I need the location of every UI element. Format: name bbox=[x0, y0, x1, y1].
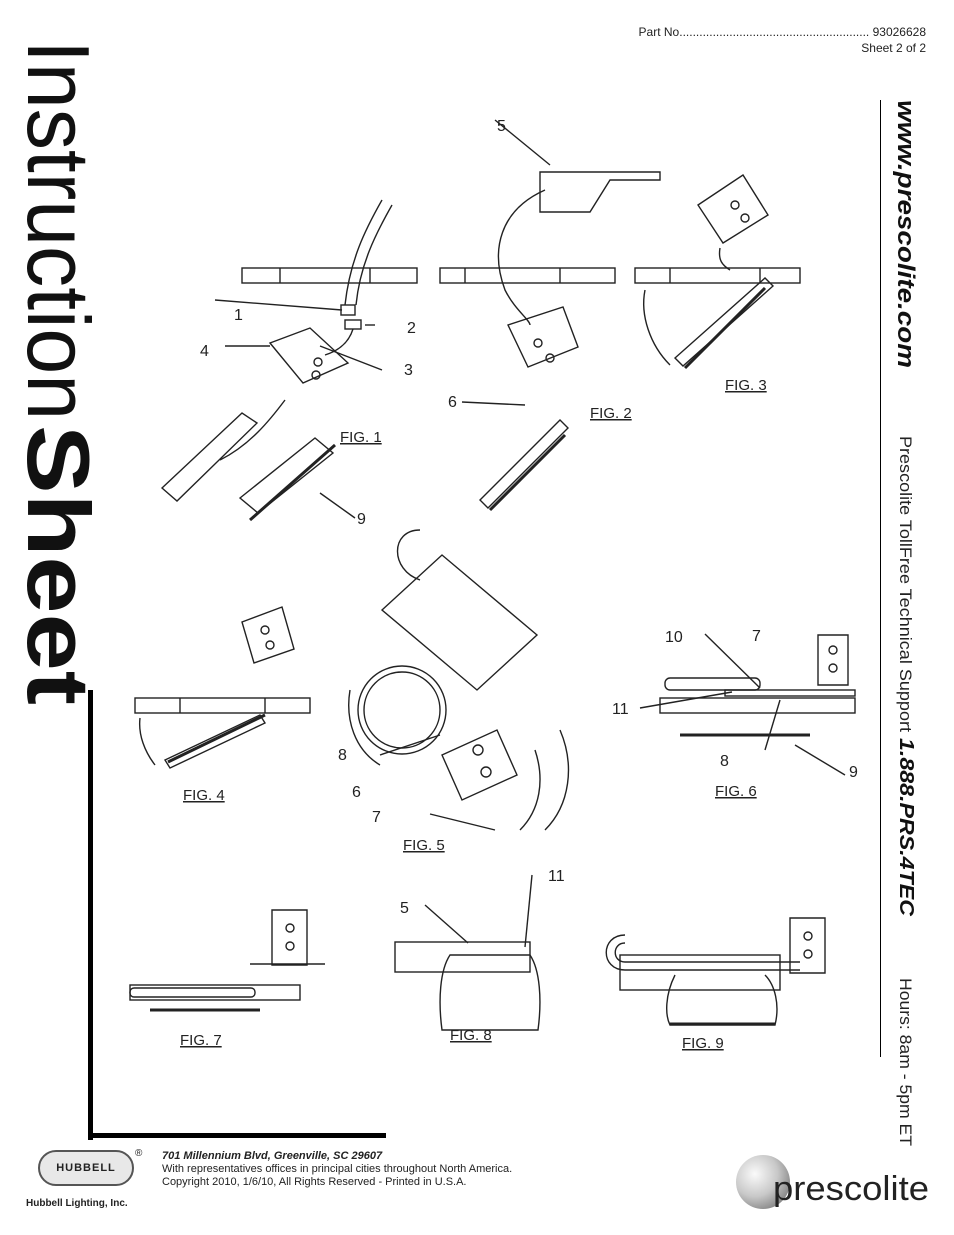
footer-address-block: 701 Millennium Blvd, Greenville, SC 2960… bbox=[162, 1150, 512, 1189]
callout-4: 4 bbox=[200, 343, 209, 360]
fig4-label: FIG. 4 bbox=[183, 787, 225, 804]
fig2-label: FIG. 2 bbox=[590, 405, 632, 422]
sheet-number: Sheet 2 of 2 bbox=[861, 41, 926, 55]
part-label: Part No.................................… bbox=[638, 25, 870, 39]
callout-6a: 6 bbox=[448, 394, 457, 411]
callout-2: 2 bbox=[407, 320, 416, 337]
hubbell-logo: HUBBELL bbox=[38, 1150, 134, 1186]
fig8-label: FIG. 8 bbox=[450, 1027, 492, 1044]
figure-9: FIG. 9 bbox=[605, 917, 826, 1052]
callout-11b: 11 bbox=[548, 868, 565, 885]
copyright-line: Copyright 2010, 1/6/10, All Rights Reser… bbox=[162, 1176, 467, 1188]
callout-10: 10 bbox=[665, 629, 683, 646]
callout-8b: 8 bbox=[338, 747, 347, 764]
figure-8: FIG. 8 bbox=[394, 874, 541, 1044]
website-link[interactable]: www.prescolite.com bbox=[892, 100, 919, 368]
prescolite-wordmark: prescolite bbox=[773, 1170, 929, 1208]
part-info: Part No.................................… bbox=[639, 24, 926, 56]
title-sheet: Sheet bbox=[10, 425, 100, 705]
callout-11a: 11 bbox=[612, 701, 629, 718]
figure-1: FIG. 1 bbox=[160, 199, 418, 522]
fig9-label: FIG. 9 bbox=[682, 1035, 724, 1052]
figure-2: FIG. 2 bbox=[439, 119, 661, 512]
title-instruction: Instruction bbox=[10, 40, 100, 420]
callout-5b: 5 bbox=[400, 900, 409, 917]
support-phone: 1.888.PRS.4TEC bbox=[895, 738, 917, 917]
bottom-rule bbox=[88, 1133, 386, 1138]
figure-6: FIG. 6 bbox=[639, 633, 856, 800]
representatives-line: With representatives offices in principa… bbox=[162, 1163, 513, 1175]
callout-3: 3 bbox=[404, 362, 413, 379]
figures-area: FIG. 1 FIG. 2 FIG. 3 bbox=[120, 100, 880, 1060]
callout-5a: 5 bbox=[497, 118, 506, 135]
hours-text: Hours: 8am - 5pm ET bbox=[896, 978, 915, 1146]
registered-mark: ® bbox=[135, 1148, 143, 1159]
address-line: 701 Millennium Blvd, Greenville, SC 2960… bbox=[162, 1150, 383, 1162]
callout-7b: 7 bbox=[372, 809, 381, 826]
callout-9c: 9 bbox=[849, 764, 858, 781]
callout-8c: 8 bbox=[720, 753, 729, 770]
callout-9a: 9 bbox=[357, 511, 366, 528]
part-number: 93026628 bbox=[872, 25, 926, 39]
figure-7: FIG. 7 bbox=[129, 909, 325, 1049]
left-rule bbox=[88, 690, 93, 1140]
callout-6b: 6 bbox=[352, 784, 361, 801]
right-sidebar: www.prescolite.com Prescolite TollFree T… bbox=[880, 96, 940, 1206]
figure-5: FIG. 5 bbox=[348, 529, 570, 854]
callout-1: 1 bbox=[234, 307, 243, 324]
fig1-label: FIG. 1 bbox=[340, 429, 382, 446]
vertical-divider bbox=[880, 100, 881, 1057]
fig6-label: FIG. 6 bbox=[715, 783, 757, 800]
fig3-label: FIG. 3 bbox=[725, 377, 767, 394]
support-label: Prescolite TollFree Technical Support bbox=[896, 436, 915, 732]
page-title: Instruction Sheet bbox=[9, 20, 108, 710]
fig5-label: FIG. 5 bbox=[403, 837, 445, 854]
figure-4: FIG. 4 bbox=[134, 606, 311, 804]
company-name: Hubbell Lighting, Inc. bbox=[26, 1198, 128, 1209]
fig7-label: FIG. 7 bbox=[180, 1032, 222, 1049]
figure-3: FIG. 3 bbox=[634, 174, 801, 394]
prescolite-logo: prescolite bbox=[735, 1150, 935, 1220]
callout-7c: 7 bbox=[752, 628, 761, 645]
